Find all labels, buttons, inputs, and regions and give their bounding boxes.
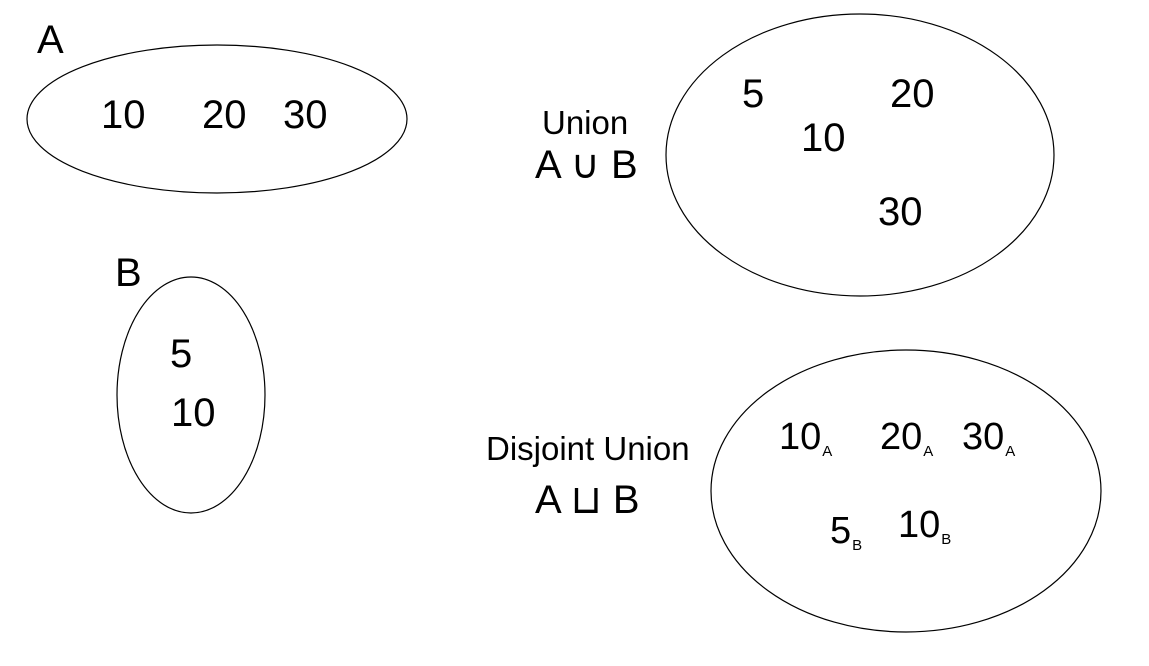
source-tag: A <box>1005 443 1016 460</box>
source-tag: A <box>822 443 833 460</box>
disjoint-union-ellipse <box>710 349 1102 633</box>
set-b-ellipse <box>116 276 266 514</box>
disjoint-union-element: 10A <box>779 416 833 460</box>
set-a-label: A <box>37 18 64 62</box>
union-element: 30 <box>878 190 923 234</box>
set-b-element: 5 <box>170 332 193 376</box>
disjoint-union-element: 10B <box>898 504 952 548</box>
disjoint-union-expression: A ⊔ B <box>535 478 640 522</box>
disjoint-union-element: 30A <box>962 416 1016 460</box>
union-expression: A ∪ B <box>535 143 638 187</box>
set-a-element: 10 <box>101 93 146 137</box>
set-b-element: 10 <box>171 391 216 435</box>
set-b-label: B <box>115 251 142 295</box>
union-element: 5 <box>742 72 765 116</box>
union-element: 20 <box>890 72 935 116</box>
set-a-ellipse <box>26 44 408 194</box>
disjoint-union-title: Disjoint Union <box>486 430 690 467</box>
source-tag: B <box>852 537 863 554</box>
union-ellipse <box>665 13 1055 297</box>
set-a-element: 20 <box>202 93 247 137</box>
source-tag: B <box>941 531 952 548</box>
disjoint-union-element: 20A <box>880 416 934 460</box>
source-tag: A <box>923 443 934 460</box>
union-element: 10 <box>801 116 846 160</box>
set-a-element: 30 <box>283 93 328 137</box>
disjoint-union-element: 5B <box>830 510 863 554</box>
union-title: Union <box>542 104 629 141</box>
